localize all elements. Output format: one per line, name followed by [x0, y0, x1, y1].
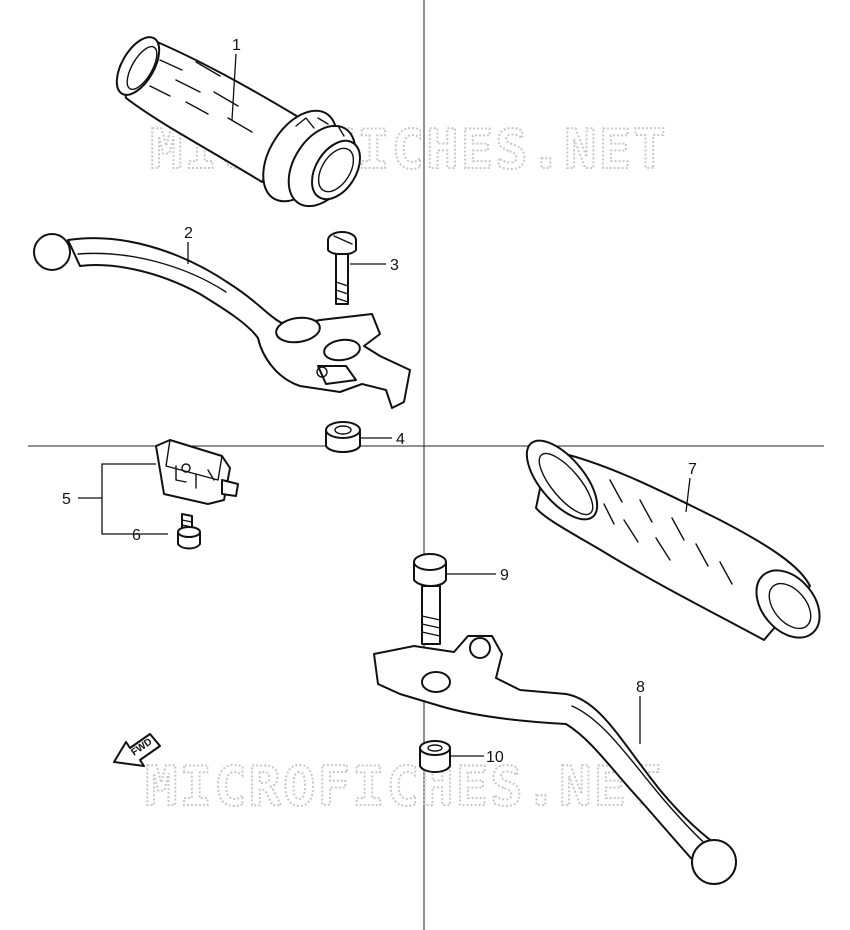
callout-10: 10 — [486, 749, 504, 766]
nut-lower-part — [419, 740, 451, 773]
watermark-bottom: MICROFICHES.NET — [145, 755, 663, 818]
callout-8: 8 — [636, 679, 645, 696]
callout-5: 5 — [62, 491, 71, 508]
screw-part — [177, 513, 201, 550]
callout-2: 2 — [184, 225, 193, 242]
callout-6: 6 — [132, 527, 141, 544]
brake-switch-part — [155, 439, 239, 505]
pivot-bolt-part — [327, 231, 357, 305]
callout-7: 7 — [688, 461, 697, 478]
callout-1: 1 — [232, 37, 241, 54]
lever-upper-part — [33, 233, 411, 409]
callout-4: 4 — [396, 431, 405, 448]
nut-upper-part — [325, 421, 361, 453]
callout-9: 9 — [500, 567, 509, 584]
callout-3: 3 — [390, 257, 399, 274]
grip-left-part — [115, 36, 361, 208]
lever-lower-part — [373, 635, 737, 885]
leader-lines — [78, 53, 691, 757]
grip-right-part — [525, 439, 821, 641]
pivot-bolt-lower-part — [413, 553, 447, 645]
